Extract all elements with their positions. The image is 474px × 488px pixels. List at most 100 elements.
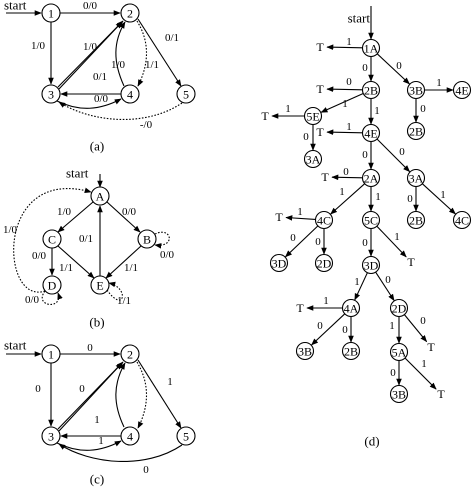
tree-edge-label-1: 0: [362, 62, 368, 74]
start-label-d: start: [348, 11, 371, 26]
caption-d: (d): [364, 434, 379, 449]
state-label-a-3: 3: [48, 88, 54, 102]
edge-label-b-9: 1/1: [117, 295, 131, 307]
tree-edge-n5a-t10: [404, 357, 437, 390]
edges-layer: [6, 6, 456, 462]
terminal-t8: T: [296, 301, 304, 315]
terminal-t3: T: [261, 109, 269, 123]
tree-edge-label-12: 0: [399, 146, 405, 158]
tree-node-label-n3d-l: 3D: [272, 257, 287, 271]
edge-c-3-2-3: [58, 362, 123, 432]
edge-label-c-3: 0: [79, 383, 85, 395]
state-label-b-d: D: [48, 279, 57, 293]
edge-label-a-4: 1/0: [111, 59, 126, 71]
state-node-a-3: [41, 84, 61, 104]
tree-node-n2b: [361, 80, 381, 100]
tree-node-label-n2b-d: 2B: [344, 345, 358, 359]
edge-label-c-0: 0: [87, 342, 93, 354]
tree-node-n2b-d: [341, 341, 361, 361]
state-label-c-3: 3: [48, 430, 54, 444]
tree-edge-n3d-n4a: [354, 272, 368, 301]
state-node-c-3: [41, 426, 61, 446]
tree-edge-n3a-b-n4c-r: [421, 183, 456, 215]
edge-label-a-1: 1/0: [31, 40, 46, 52]
tree-node-n5a: [389, 342, 409, 362]
edge-label-a-0: 0/0: [83, 0, 98, 12]
state-label-c-1: 1: [48, 348, 54, 362]
tree-edge-label-11: 0: [362, 149, 368, 161]
edge-label-b-7: 0/0: [25, 294, 40, 306]
tree-node-label-n5a: 5A: [392, 346, 407, 360]
edge-label-b-0: 1/0: [57, 206, 72, 218]
edge-c-2-5-6: [137, 359, 182, 429]
tree-edge-label-28: 1: [389, 320, 395, 332]
tree-edge-label-6: 1: [342, 98, 348, 110]
tree-node-n3a-a: [303, 149, 323, 169]
tree-node-label-n5c: 5C: [364, 214, 378, 228]
edge-b-b-b-6: [154, 231, 170, 249]
tree-node-n2b-b: [406, 121, 426, 141]
tree-edge-label-10: 1: [346, 121, 352, 133]
tree-node-label-n3a-b: 3A: [409, 172, 424, 186]
tree-edge-label-23: 1: [354, 276, 360, 288]
tree-edge-label-22: 1: [394, 231, 400, 243]
tree-edge-n5c-t7: [376, 225, 407, 258]
edge-label-b-3: 0/0: [32, 250, 47, 262]
edge-label-b-8: 1/0: [3, 224, 18, 236]
edge-c-2-4-5: [136, 361, 147, 429]
edge-label-a-9: -/0: [140, 119, 153, 131]
tree-node-n5e: [303, 106, 323, 126]
edge-label-c-2: 1: [94, 414, 100, 426]
tree-node-n3a-b: [406, 168, 426, 188]
tree-edge-label-8: 1: [285, 103, 291, 115]
terminal-t2: T: [316, 82, 324, 96]
tree-edge-label-14: 1: [440, 189, 446, 201]
tree-edge-label-19: 0: [290, 232, 296, 244]
edge-label-c-9: 0: [143, 464, 149, 476]
tree-edge-label-15: 0: [343, 166, 349, 178]
tree-node-label-n4e-top: 4E: [455, 84, 468, 98]
tree-edge-n1a-t1: [326, 44, 363, 51]
terminal-t5: T: [321, 170, 329, 184]
tree-edge-n4e-mid-n3a-b: [376, 138, 411, 173]
terminal-t6: T: [275, 210, 283, 224]
edge-label-a-2: 1/0: [83, 41, 98, 53]
edge-label-b-4: 1/1: [59, 262, 73, 274]
edge-label-c-6: 1: [167, 376, 173, 388]
terminal-t9: T: [427, 340, 435, 354]
state-node-c-4: [120, 426, 140, 446]
state-node-b-b: [137, 229, 157, 249]
edge-label-a-5: 1/1: [145, 59, 159, 71]
state-label-b-e: E: [96, 279, 103, 293]
tree-edge-label-13: 0: [407, 193, 413, 205]
tree-edge-n1a-n3b: [376, 53, 410, 85]
edge-c-4-2-4: [115, 362, 126, 428]
tree-node-label-n4c: 4C: [317, 214, 331, 228]
state-label-c-4: 4: [127, 430, 133, 444]
tree-node-n3d: [361, 255, 381, 275]
caption-b: (b): [89, 315, 104, 330]
state-label-a-1: 1: [48, 7, 54, 21]
tree-node-label-n3a-a: 3A: [306, 153, 321, 167]
tree-node-label-n2d: 2D: [392, 302, 407, 316]
edge-label-c-7: 1: [98, 435, 104, 447]
tree-node-label-n3b-b: 3B: [392, 388, 406, 402]
tree-node-n3d-l: [269, 253, 289, 273]
state-label-c-5: 5: [183, 430, 189, 444]
state-label-b-b: B: [143, 233, 151, 247]
tree-edge-n4e-mid-t4: [326, 129, 363, 136]
tree-node-label-n4c-r: 4C: [455, 214, 469, 228]
tree-edge-label-21: 0: [362, 237, 368, 249]
tree-edge-n2a-n4c: [330, 183, 366, 215]
edge-label-b-5: 1/1: [124, 262, 138, 274]
start-label-b: start: [66, 166, 89, 181]
tree-node-label-n1a: 1A: [364, 42, 379, 56]
tree-edge-label-31: 0: [390, 367, 396, 379]
edge-label-b-1: 0/0: [122, 206, 137, 218]
tree-edge-label-29: 0: [420, 315, 426, 327]
state-node-b-a: [90, 186, 110, 206]
tree-node-n2d: [389, 298, 409, 318]
tree-edge-n4c-n3d-l: [284, 225, 319, 258]
